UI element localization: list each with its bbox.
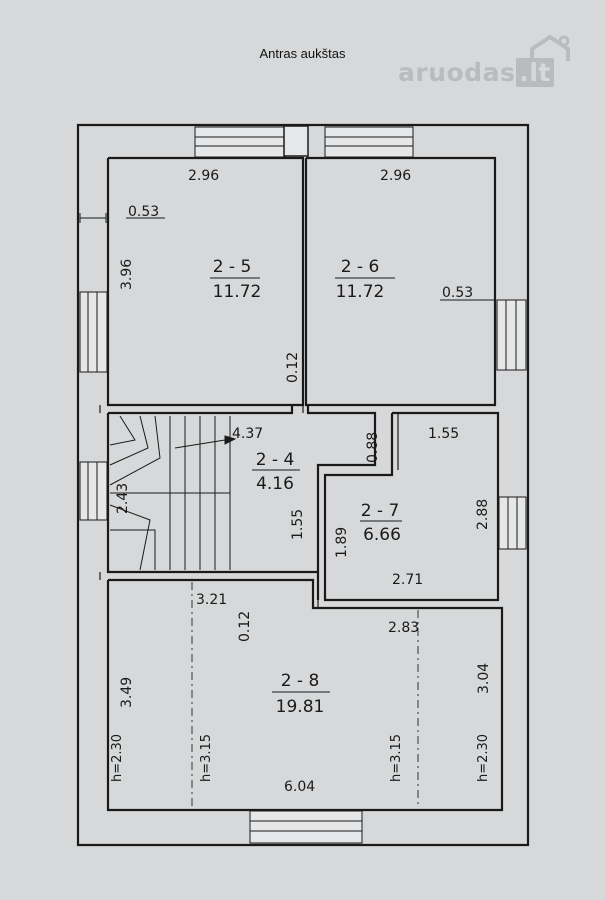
dim-label: 2.43 bbox=[115, 483, 131, 514]
watermark-logo: aruodas.lt bbox=[398, 58, 554, 87]
dim-label: 0.88 bbox=[365, 432, 381, 463]
height-label: h=2.30 bbox=[476, 734, 491, 782]
watermark-suffix: .lt bbox=[516, 58, 554, 87]
room-id: 2 - 5 bbox=[213, 257, 252, 277]
height-label: h=3.15 bbox=[389, 734, 404, 782]
window-right-middle bbox=[498, 496, 527, 550]
house-icon bbox=[530, 34, 570, 61]
window-bottom bbox=[249, 810, 363, 844]
height-label: h=2.30 bbox=[110, 734, 125, 782]
window-left-upper bbox=[79, 291, 108, 373]
room-label-2-5: 2 - 5 11.72 bbox=[210, 257, 261, 302]
room-label-2-6: 2 - 6 11.72 bbox=[335, 257, 395, 302]
window-right-upper bbox=[496, 299, 527, 371]
window-left-stairs bbox=[79, 461, 108, 521]
outer-walls bbox=[76, 123, 530, 847]
dim-label: 4.37 bbox=[232, 426, 263, 442]
room-label-2-7: 2 - 7 6.66 bbox=[360, 501, 402, 545]
dim-label: 3.49 bbox=[119, 677, 135, 708]
dimension-labels: 2.96 2.96 0.53 0.53 3.96 0.12 4.37 0.88 … bbox=[115, 168, 492, 795]
room-area: 19.81 bbox=[276, 697, 325, 717]
dim-label: 2.88 bbox=[475, 499, 491, 530]
room-id: 2 - 6 bbox=[341, 257, 380, 277]
window-top-right bbox=[324, 126, 414, 158]
roof-slope-lines bbox=[191, 582, 419, 808]
dim-label: 1.55 bbox=[290, 509, 306, 540]
dimension-ticks bbox=[79, 213, 495, 301]
room-id: 2 - 8 bbox=[281, 671, 320, 691]
room-label-2-8: 2 - 8 19.81 bbox=[272, 671, 330, 717]
room-id: 2 - 7 bbox=[361, 501, 400, 521]
room-area: 4.16 bbox=[256, 474, 294, 494]
page-title: Antras aukštas bbox=[259, 46, 346, 61]
dim-label: 1.55 bbox=[428, 426, 459, 442]
dim-label: 3.04 bbox=[476, 663, 492, 694]
room-area: 11.72 bbox=[336, 282, 385, 302]
room-label-2-4: 2 - 4 4.16 bbox=[252, 450, 300, 494]
dim-label: 2.96 bbox=[188, 168, 219, 184]
ceiling-height-labels: h=2.30 h=3.15 h=3.15 h=2.30 bbox=[110, 734, 491, 782]
staircase bbox=[109, 415, 237, 571]
watermark-text: aruodas bbox=[398, 58, 516, 87]
chimney bbox=[283, 125, 309, 157]
dim-label: 3.96 bbox=[119, 259, 135, 290]
room-area: 6.66 bbox=[363, 525, 401, 545]
dim-label: 0.53 bbox=[442, 285, 473, 301]
dim-label: 2.96 bbox=[380, 168, 411, 184]
room-area: 11.72 bbox=[213, 282, 262, 302]
height-label: h=3.15 bbox=[199, 734, 214, 782]
dim-label: 2.71 bbox=[392, 572, 423, 588]
inner-wall-lines bbox=[99, 405, 399, 608]
dim-label: 3.21 bbox=[196, 592, 227, 608]
window-top-left bbox=[194, 126, 286, 158]
dim-label: 6.04 bbox=[284, 779, 315, 795]
room-id: 2 - 4 bbox=[256, 450, 295, 470]
dim-label: 0.12 bbox=[237, 611, 253, 642]
dim-label: 0.53 bbox=[128, 204, 159, 220]
dim-label: 0.12 bbox=[285, 352, 301, 383]
dim-label: 2.83 bbox=[388, 620, 419, 636]
dim-label: 1.89 bbox=[334, 527, 350, 558]
